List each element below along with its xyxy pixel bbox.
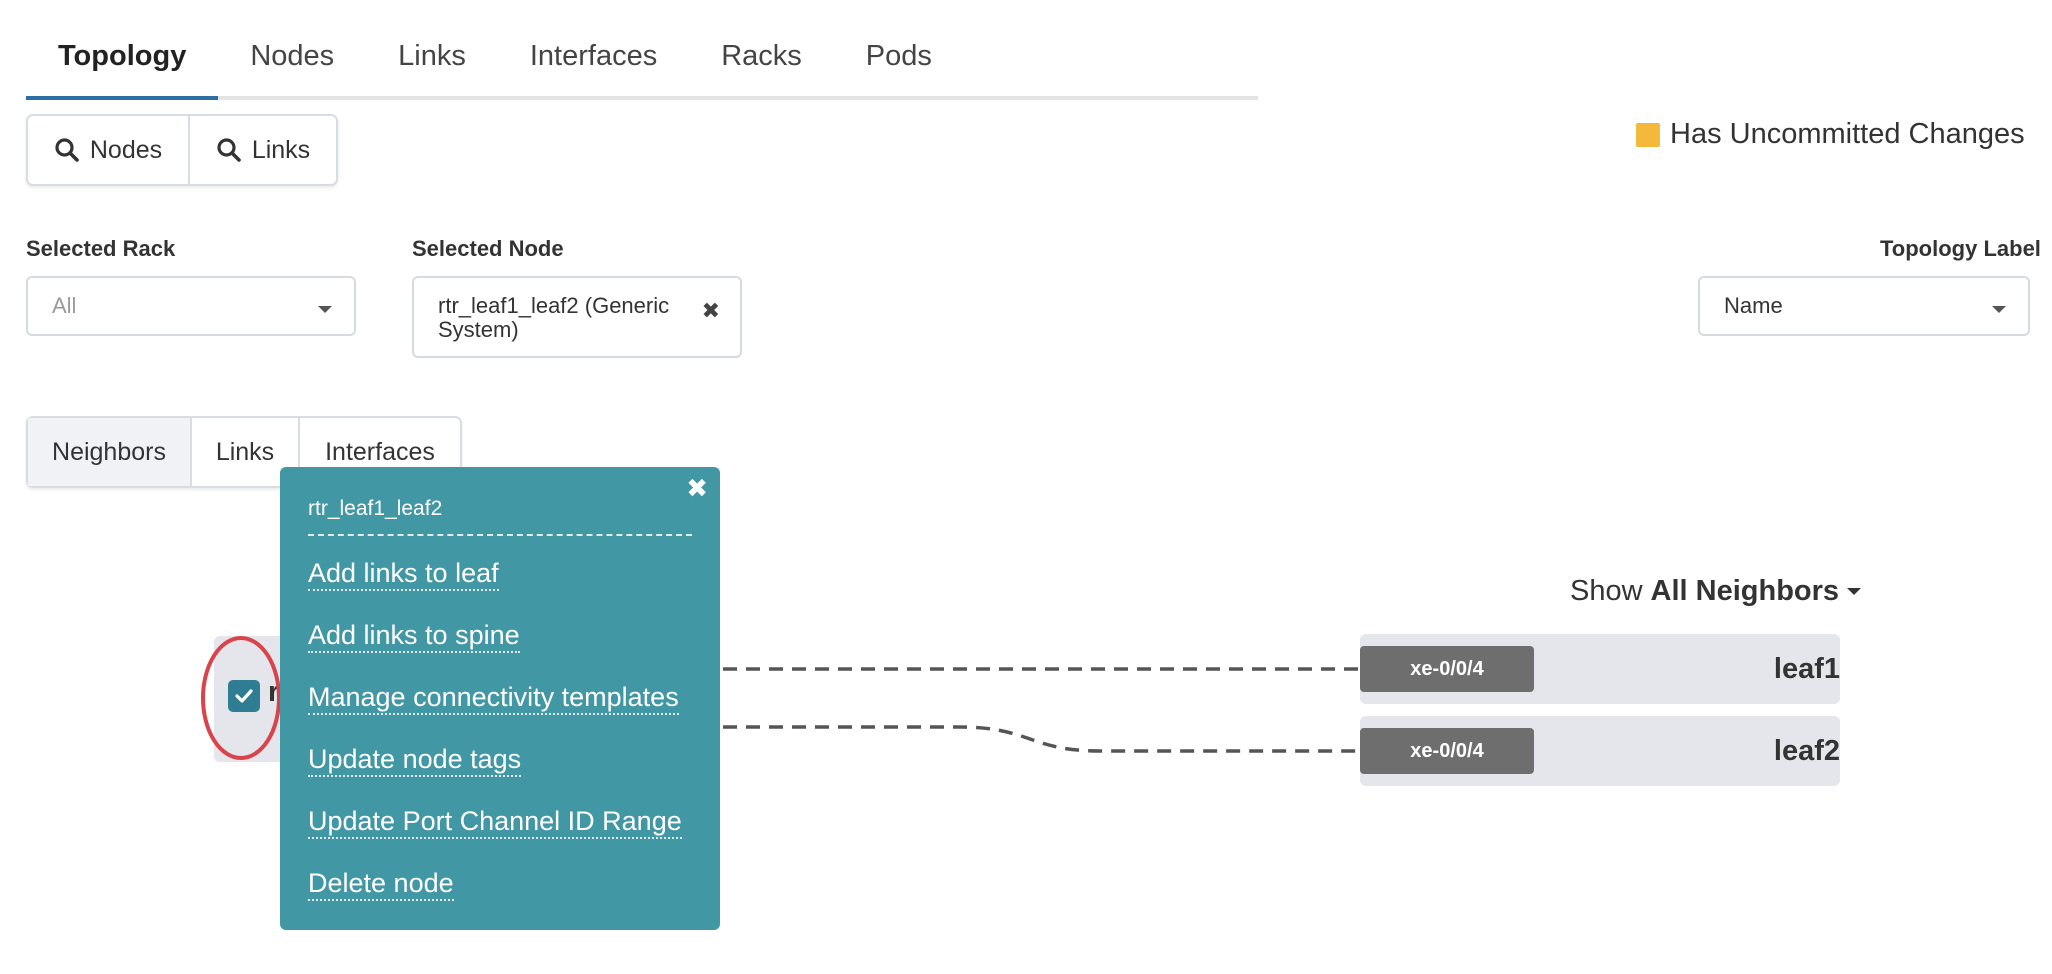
local-node-label: r xyxy=(268,676,280,708)
main-tabs: Topology Nodes Links Interfaces Racks Po… xyxy=(26,28,1258,100)
update-port-channel-id-range-link[interactable]: Update Port Channel ID Range xyxy=(308,805,682,839)
neighbor-name: leaf2 xyxy=(1773,734,1840,767)
add-links-to-leaf-link[interactable]: Add links to leaf xyxy=(308,557,499,591)
search-icon xyxy=(55,138,79,162)
search-button-group: Nodes Links xyxy=(26,114,338,186)
node-checkbox[interactable] xyxy=(228,680,260,712)
tab-interfaces[interactable]: Interfaces xyxy=(529,40,658,72)
selected-node-label: Selected Node xyxy=(412,236,564,261)
legend-swatch xyxy=(1636,122,1660,147)
show-neighbors-dropdown[interactable]: Show All Neighbors xyxy=(1570,575,1862,608)
neighbor-name: leaf1 xyxy=(1773,652,1840,685)
search-links-label: Links xyxy=(251,135,311,164)
interface-badge[interactable]: xe-0/0/4 xyxy=(1360,728,1534,774)
search-nodes-button[interactable]: Nodes xyxy=(28,116,190,184)
tab-neighbors[interactable]: Neighbors xyxy=(28,418,192,486)
search-icon xyxy=(217,138,241,162)
show-neighbors-prefix: Show xyxy=(1570,575,1643,607)
neighbor-node-leaf1[interactable]: xe-0/0/4 leaf1 xyxy=(1360,634,1840,704)
add-links-to-spine-link[interactable]: Add links to spine xyxy=(308,619,520,653)
search-links-button[interactable]: Links xyxy=(190,116,336,184)
chevron-down-icon xyxy=(1992,306,2006,313)
check-icon xyxy=(235,689,253,703)
popover-menu: Add links to leaf Add links to spine Man… xyxy=(308,557,682,929)
clear-icon[interactable]: ✖ xyxy=(701,298,720,323)
selected-node-select[interactable]: rtr_leaf1_leaf2 (Generic System) ✖ xyxy=(412,276,742,358)
tab-pods[interactable]: Pods xyxy=(865,40,932,72)
tab-racks[interactable]: Racks xyxy=(721,40,802,72)
tab-nodes[interactable]: Nodes xyxy=(250,40,335,72)
show-neighbors-value: All Neighbors xyxy=(1650,575,1840,607)
tab-topology[interactable]: Topology xyxy=(26,28,219,100)
selected-node-value: rtr_leaf1_leaf2 (Generic System) xyxy=(438,293,670,342)
link-line-leaf2 xyxy=(700,725,1362,753)
uncommitted-changes-legend: Has Uncommitted Changes xyxy=(1636,118,2025,151)
selected-rack-label: Selected Rack xyxy=(26,236,176,261)
popover-divider xyxy=(308,534,692,536)
legend-label: Has Uncommitted Changes xyxy=(1670,118,2025,150)
selected-rack-select[interactable]: All xyxy=(26,276,356,336)
highlight-ring xyxy=(201,636,281,760)
update-node-tags-link[interactable]: Update node tags xyxy=(308,743,522,777)
link-lines xyxy=(700,667,1362,753)
topology-label-select[interactable]: Name xyxy=(1698,276,2030,336)
caret-down-icon xyxy=(1847,588,1862,595)
tab-neighbor-links[interactable]: Links xyxy=(192,418,300,486)
neighbor-node-leaf2[interactable]: xe-0/0/4 leaf2 xyxy=(1360,716,1840,786)
manage-connectivity-templates-link[interactable]: Manage connectivity templates xyxy=(308,681,679,715)
popover-title: rtr_leaf1_leaf2 xyxy=(308,497,443,520)
tab-neighbor-interfaces[interactable]: Interfaces xyxy=(325,437,435,466)
topology-label-label: Topology Label xyxy=(1880,236,2041,261)
search-nodes-label: Nodes xyxy=(89,135,163,164)
topology-label-value: Name xyxy=(1724,293,1783,318)
tab-links[interactable]: Links xyxy=(398,40,466,72)
node-actions-popover: ✖ rtr_leaf1_leaf2 Add links to leaf Add … xyxy=(280,467,720,930)
interface-badge[interactable]: xe-0/0/4 xyxy=(1360,646,1534,692)
selected-rack-value: All xyxy=(52,293,77,318)
delete-node-link[interactable]: Delete node xyxy=(308,867,454,901)
close-icon[interactable]: ✖ xyxy=(686,473,708,503)
chevron-down-icon xyxy=(318,306,332,313)
